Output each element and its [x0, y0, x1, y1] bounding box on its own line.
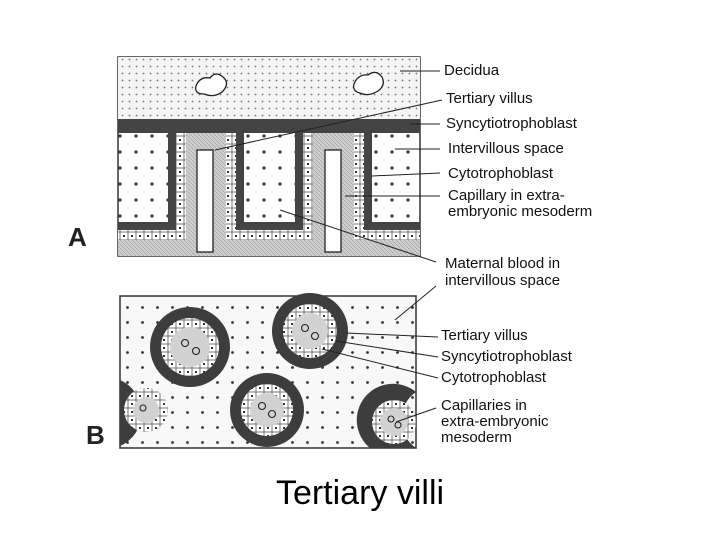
label-maternal-blood-line-2: intervillous space	[445, 272, 560, 289]
panel-b-leaders	[321, 285, 439, 423]
capillary-a-2	[324, 149, 342, 253]
villus-b-4	[120, 380, 168, 446]
panel-a-labels: Decidua Tertiary villus Syncytiotrophobl…	[444, 62, 592, 289]
syncytio-plate	[118, 119, 420, 133]
base-syncytio	[118, 222, 420, 230]
label-intervillous-space: Intervillous space	[448, 140, 564, 157]
panel-a-letter: A	[68, 222, 87, 252]
label-cytotrophoblast-a: Cytotrophoblast	[448, 165, 554, 182]
villus-b-1	[150, 307, 230, 387]
label-syncytiotrophoblast-a: Syncytiotrophoblast	[446, 115, 578, 132]
label-decidua: Decidua	[444, 62, 500, 79]
label-syncytiotrophoblast-b: Syncytiotrophoblast	[441, 348, 573, 365]
label-capillaries-line-2: extra-embryonic	[441, 413, 549, 430]
base-cyto	[118, 230, 420, 240]
label-capillaries-line-3: mesoderm	[441, 429, 512, 446]
decidua-cell-2	[352, 71, 384, 96]
villi-cross-sections	[120, 293, 416, 448]
panel-a-leaders	[214, 70, 443, 263]
panel-a: A Decidua Tertiary villus Syncytiotropho…	[68, 56, 592, 289]
label-maternal-blood-line-1: Maternal blood in	[445, 255, 560, 272]
villus-a-1	[168, 133, 244, 253]
base-meso	[118, 240, 420, 256]
decidua-cell-1	[195, 73, 228, 97]
label-cytotrophoblast-b: Cytotrophoblast	[441, 369, 547, 386]
panel-b-letter: B	[86, 420, 105, 450]
villus-a-2	[295, 133, 372, 253]
label-tertiary-villus-a: Tertiary villus	[446, 90, 533, 107]
label-capillary-line-2: embryonic mesoderm	[448, 203, 592, 220]
panel-b: B Tertiary villus Syncytiotrophoblast Cy…	[86, 285, 573, 450]
panel-b-labels: Tertiary villus Syncytiotrophoblast Cyto…	[441, 327, 573, 446]
label-tertiary-villus-b: Tertiary villus	[441, 327, 528, 344]
label-capillaries-line-1: Capillaries in	[441, 397, 527, 414]
villus-b-3	[230, 373, 304, 447]
label-capillary-line-1: Capillary in extra-	[448, 187, 565, 204]
capillary-a-1	[196, 149, 214, 253]
slide-caption: Tertiary villi	[275, 474, 445, 512]
villus-b-2	[272, 293, 348, 369]
villus-b-5	[356, 383, 416, 448]
